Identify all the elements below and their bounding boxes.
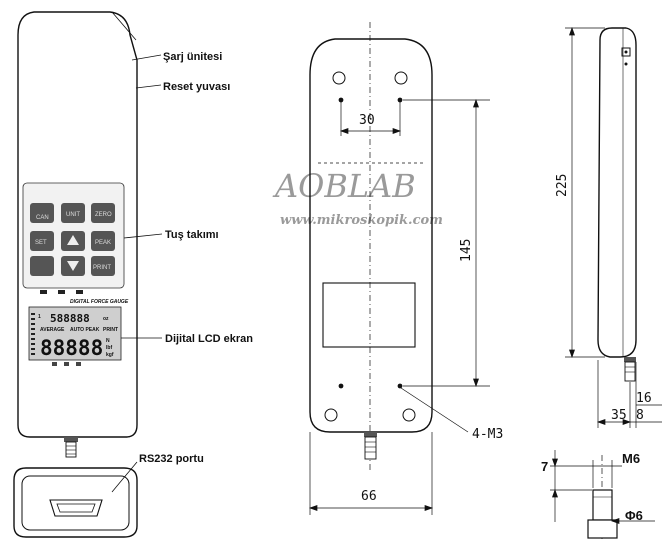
down-arrow-icon [67, 261, 79, 271]
mounting-holes [324, 71, 416, 422]
peak-key-label: PEAK [95, 240, 111, 246]
shaft-collar [64, 437, 78, 442]
up-arrow-icon [67, 235, 79, 245]
dim-side-16: 16 [636, 391, 652, 406]
left-key[interactable] [30, 256, 54, 276]
gauge-bottom-view [13, 467, 138, 538]
dim-height-225: 225 [555, 174, 570, 197]
callout-reset-port: Reset yuvası [163, 81, 230, 93]
set-key-label: SET [35, 240, 47, 246]
print-key-label: PRINT [93, 265, 111, 271]
lcd-marker: 1 [38, 314, 41, 320]
lcd-mode-print: PRINT [103, 327, 118, 333]
side-body-outline [597, 27, 637, 358]
dim-thread-length: 7 [541, 459, 548, 474]
lcd-unit-lbf: lbf [106, 345, 112, 351]
dim-thread [550, 450, 655, 524]
power-key-label: CAN [36, 215, 49, 221]
thread-shaft [592, 489, 613, 521]
lcd-unit-n: N [106, 338, 110, 344]
lcd-top-unit: oz [103, 316, 109, 322]
zero-key-label: ZERO [95, 212, 112, 218]
lcd-big-digits: 88888 [40, 336, 103, 360]
dim-225 [565, 26, 605, 359]
reset-hole [621, 47, 631, 57]
led-indicator [40, 290, 47, 294]
watermark-url: www.mikroskopik.com [280, 213, 443, 228]
watermark-brand: AOBLAB [272, 167, 416, 205]
charge-port-edge [111, 11, 137, 41]
lcd-unit-kgf: kgf [106, 352, 114, 358]
gauge-rear-view: 30 145 66 4-M3 [308, 22, 503, 515]
callout-lcd-screen: Dijital LCD ekran [165, 333, 253, 345]
callout-keypad: Tuş takımı [165, 229, 219, 241]
thread-nut [587, 519, 618, 539]
dim-145 [403, 98, 490, 388]
callout-rs232: RS232 portu [139, 453, 204, 465]
dim-shaft-diameter: Φ6 [625, 508, 643, 523]
dim-66 [308, 432, 434, 515]
dim-side-8: 8 [636, 408, 644, 423]
battery-window [322, 282, 416, 348]
keypad-keys: CAN UNIT ZERO SET PEAK PRINT [30, 203, 115, 276]
lcd-bar-segments [31, 313, 35, 355]
dim-width-66: 66 [361, 489, 377, 504]
dim-thread-holes: 4-M3 [472, 427, 503, 442]
rs232-connector [49, 499, 103, 517]
panel-title: DIGITAL FORCE GAUGE [70, 299, 129, 305]
gauge-front-view: CAN UNIT ZERO SET PEAK PRINT DIGITAL FOR… [17, 11, 138, 458]
gauge-side-view: 225 35 8 16 [555, 26, 662, 428]
lcd-mini-button[interactable] [76, 362, 81, 366]
thread-leader [400, 387, 469, 433]
thread-holes [338, 97, 403, 389]
unit-key-label: UNIT [66, 212, 80, 218]
thread-detail: 7 M6 Φ6 [541, 450, 655, 540]
set-key[interactable] [30, 231, 54, 251]
callout-lines [111, 54, 163, 493]
unit-key[interactable] [61, 203, 85, 223]
side-shaft-collar [624, 357, 636, 362]
callout-charge-unit: Şarj ünitesi [163, 51, 222, 63]
rear-body-outline [309, 38, 433, 433]
rear-shaft-collar [364, 432, 377, 437]
sensor-shaft [65, 441, 77, 458]
led-indicator [58, 290, 65, 294]
lcd-mini-button[interactable] [64, 362, 69, 366]
print-key[interactable] [91, 256, 115, 276]
lcd-display [28, 306, 122, 361]
dim-side-35: 35 [611, 408, 627, 423]
peak-key[interactable] [91, 231, 115, 251]
side-sensor-shaft [624, 361, 636, 382]
dim-length-145: 145 [459, 239, 474, 262]
rear-sensor-shaft [364, 436, 377, 460]
dim-side-bottom [596, 360, 662, 428]
lcd-mode-average: AVERAGE [40, 327, 65, 333]
led-indicator [76, 290, 83, 294]
power-key[interactable] [30, 203, 54, 223]
lcd-top-digits: 588888 [50, 312, 90, 325]
lcd-mode-autopeak: AUTO PEAK [70, 327, 100, 333]
lcd-mini-button[interactable] [52, 362, 57, 366]
zero-key[interactable] [91, 203, 115, 223]
dim-30 [339, 100, 402, 136]
dim-thread-size: M6 [622, 451, 640, 466]
dim-hole-spacing: 30 [359, 113, 375, 128]
